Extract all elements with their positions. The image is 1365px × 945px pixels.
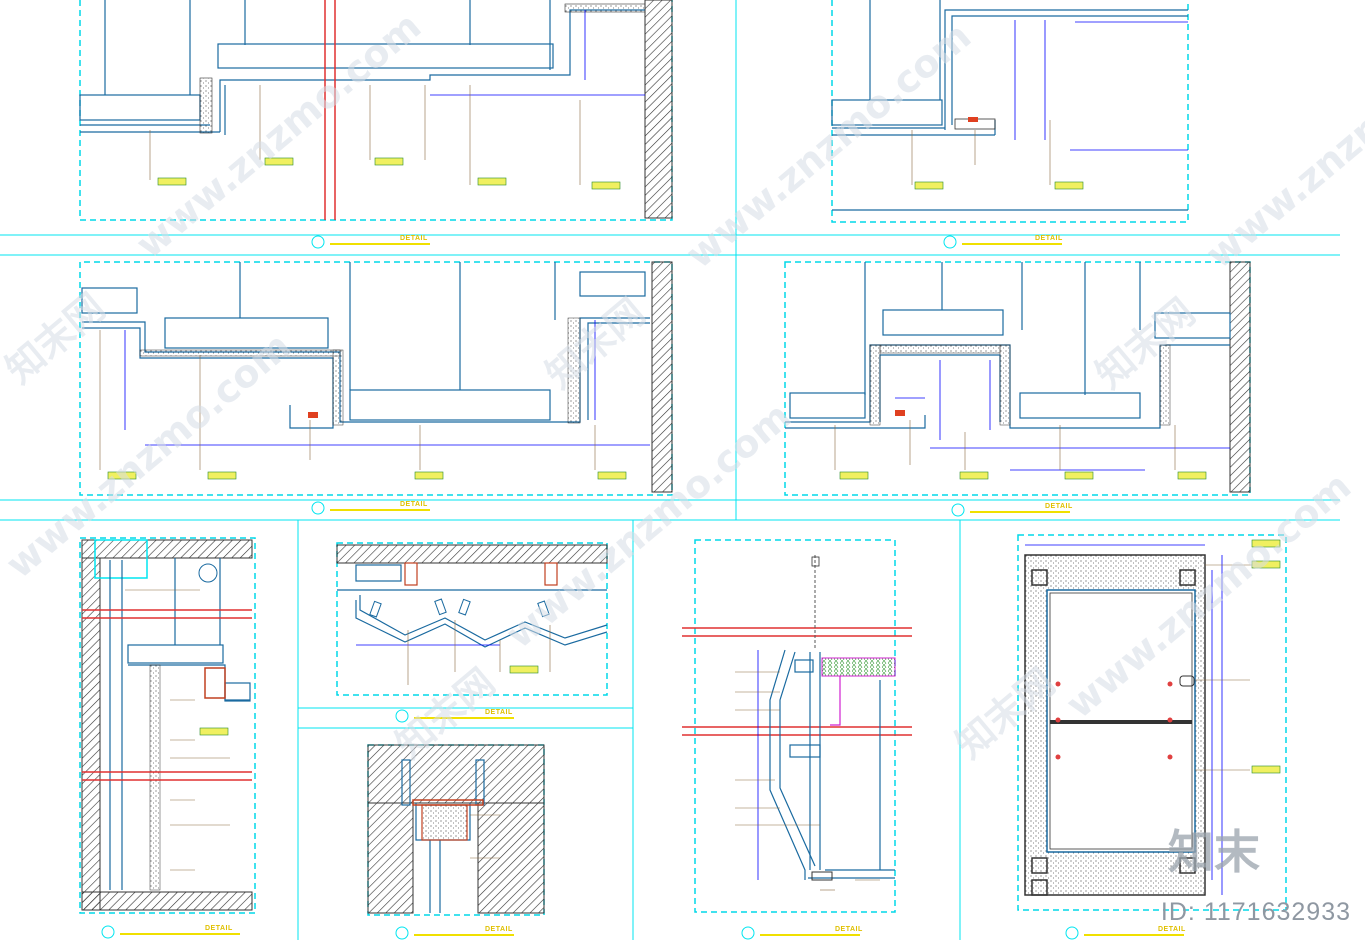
watermark-site-5: www.znzmo.com [498, 394, 800, 657]
panel-title-4: DETAIL [951, 503, 1073, 517]
panel-title-text-6: DETAIL [485, 709, 513, 716]
panel-title-text-9: DETAIL [1158, 926, 1186, 933]
panel-title-6: DETAIL [395, 709, 514, 723]
panel-title-9: DETAIL [1065, 926, 1186, 940]
detail-panel-8: DETAIL [682, 539, 912, 940]
watermark-site-2: www.znzmo.com [678, 14, 980, 277]
watermark-site-1: www.znzmo.com [128, 4, 430, 267]
detail-panel-1: DETAIL [79, 0, 673, 249]
sheet-grid-lines [0, 0, 1340, 940]
panel-title-2: DETAIL [943, 235, 1063, 249]
panel-title-text-8: DETAIL [835, 926, 863, 933]
watermark-id-label: ID: 1171632933 [1160, 898, 1351, 926]
detail-panel-6: DETAIL [336, 542, 608, 723]
watermark-site-3: www.znzmo.com [1198, 14, 1365, 277]
watermark-brand-1: 知末网 [0, 285, 113, 392]
detail-panel-9: DETAIL [1017, 534, 1287, 940]
panel-title-7: DETAIL [395, 926, 514, 940]
panel-title-text-2: DETAIL [1035, 235, 1063, 242]
panel-title-text-3: DETAIL [400, 501, 428, 508]
panel-title-8: DETAIL [741, 926, 863, 940]
detail-panel-3: DETAIL [79, 261, 673, 515]
detail-panel-4: DETAIL [784, 261, 1251, 517]
panel-title-text-5: DETAIL [205, 925, 233, 932]
panel-title-text-4: DETAIL [1045, 503, 1073, 510]
panel-title-text-1: DETAIL [400, 235, 428, 242]
panel-title-1: DETAIL [311, 235, 430, 249]
detail-panel-7: DETAIL [367, 744, 545, 940]
detail-panel-2: DETAIL [831, 0, 1189, 249]
panel-title-3: DETAIL [311, 501, 430, 515]
panel-title-5: DETAIL [101, 925, 240, 939]
detail-panel-5: DETAIL [79, 537, 256, 939]
watermark-brand-3: 知末网 [1088, 290, 1204, 397]
watermark-logo: 知末 [1168, 825, 1260, 879]
panel-title-text-7: DETAIL [485, 926, 513, 933]
